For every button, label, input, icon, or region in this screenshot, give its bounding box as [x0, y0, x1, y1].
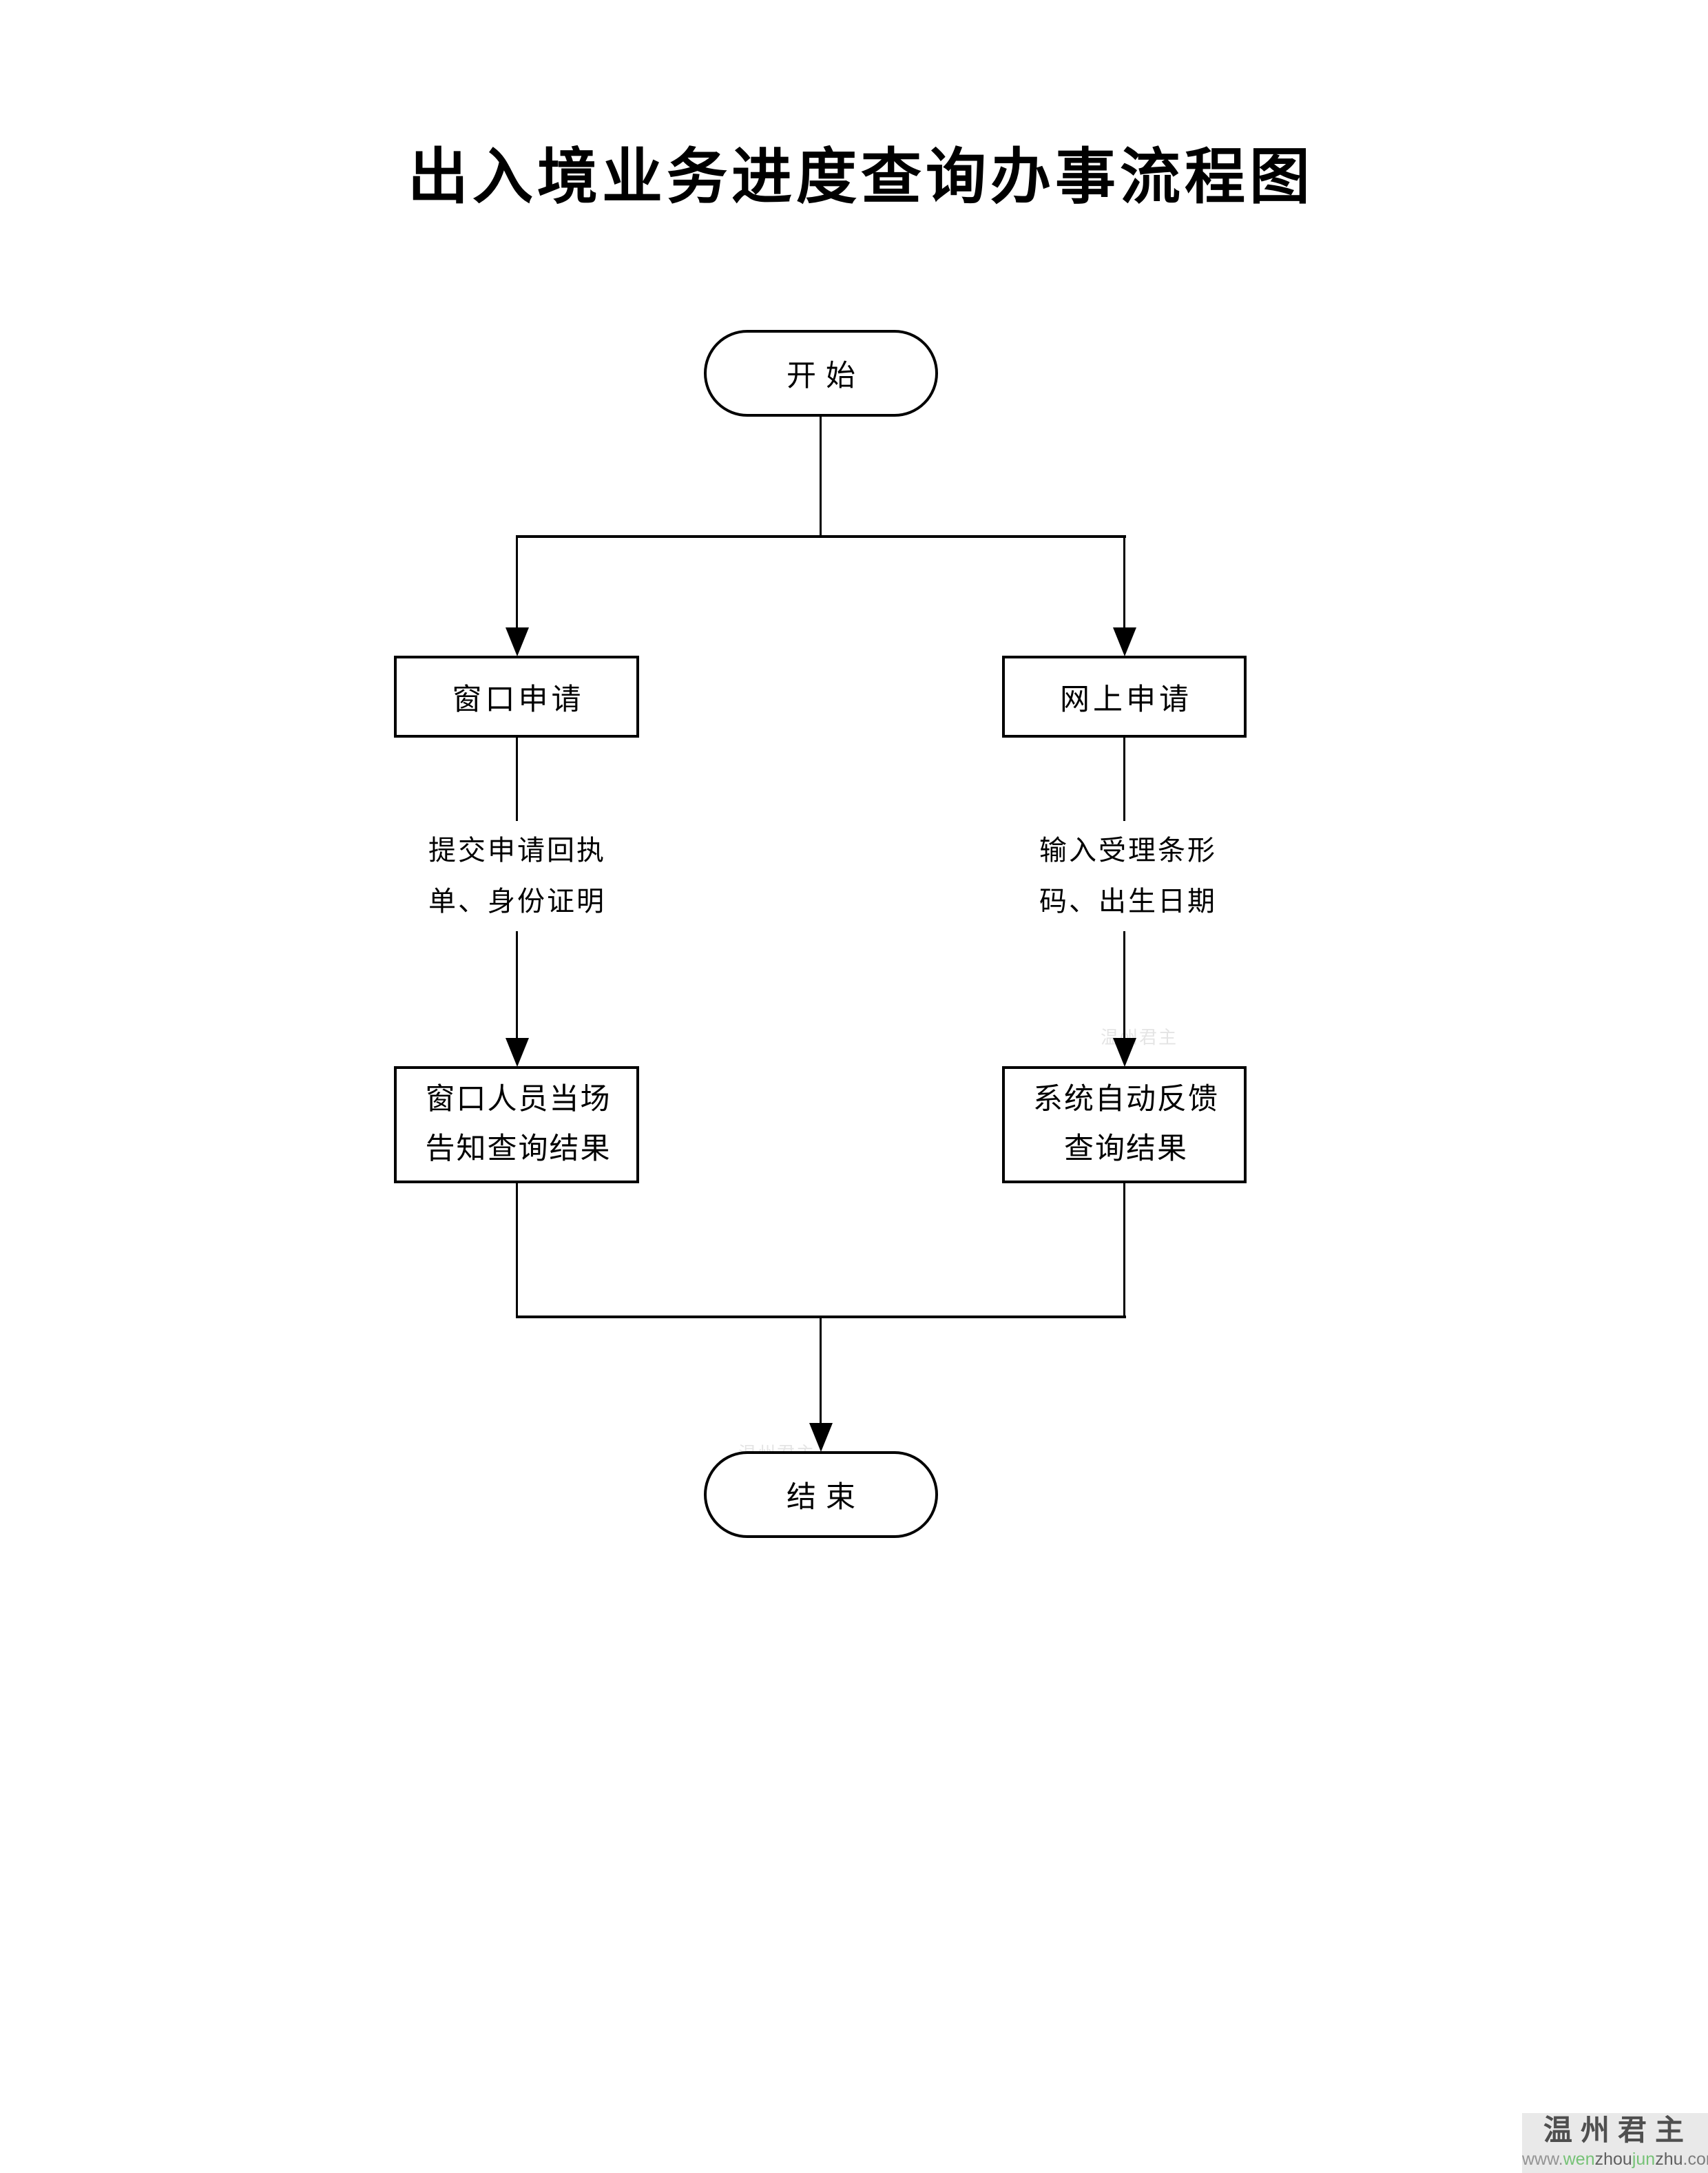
node-online-result-line1: 系统自动反馈 [1033, 1083, 1219, 1116]
watermark-url-segment: wen [1563, 2150, 1595, 2169]
watermark-url: www.wenzhoujunzhu.com [1522, 2149, 1708, 2170]
node-window-apply-label: 窗口申请 [452, 683, 585, 716]
node-start-label: 开始 [787, 360, 865, 393]
arrow-down-icon [506, 1038, 529, 1067]
connector-end-stem [820, 1317, 822, 1425]
watermark-url-segment: zhou [1594, 2150, 1632, 2169]
edge-label-online: 输入受理条形 码、出生日期 [997, 821, 1259, 931]
watermark: 温州君主 www.wenzhoujunzhu.com [1522, 2113, 1708, 2173]
ghost-watermark: 温州君主 [1101, 1028, 1178, 1048]
watermark-url-segment: .com [1683, 2150, 1708, 2169]
connector-split-left [516, 535, 518, 630]
edge-label-window-line1: 提交申请回执 [428, 835, 606, 866]
arrow-down-icon [1113, 627, 1136, 656]
watermark-url-segment: www. [1522, 2150, 1563, 2169]
connector-split-bar [516, 535, 1126, 538]
node-online-apply: 网上申请 [1002, 656, 1247, 738]
arrow-down-icon [1113, 1038, 1136, 1067]
watermark-brand: 温州君主 [1543, 2115, 1692, 2147]
watermark-url-segment: jun [1632, 2150, 1656, 2169]
connector-merge-right [1123, 1182, 1125, 1318]
node-end: 结束 [704, 1451, 938, 1538]
node-online-result: 系统自动反馈 查询结果 [1002, 1066, 1247, 1183]
edge-label-online-line1: 输入受理条形 [1039, 835, 1217, 866]
arrow-down-icon [809, 1423, 833, 1452]
connector-merge-left [516, 1182, 518, 1318]
node-online-result-line2: 查询结果 [1064, 1133, 1188, 1165]
edge-label-window: 提交申请回执 单、身份证明 [386, 821, 648, 931]
connector-start-stem [820, 415, 822, 538]
edge-label-window-line2: 单、身份证明 [428, 886, 606, 917]
node-end-label: 结束 [787, 1481, 865, 1514]
node-window-result-line2: 告知查询结果 [425, 1133, 612, 1165]
connector-split-right [1123, 535, 1125, 630]
node-start: 开始 [704, 330, 938, 417]
node-window-result: 窗口人员当场 告知查询结果 [394, 1066, 639, 1183]
node-window-result-line1: 窗口人员当场 [425, 1083, 612, 1116]
watermark-url-segment: zhu [1655, 2150, 1683, 2169]
edge-label-online-line2: 码、出生日期 [1039, 886, 1217, 917]
node-window-apply: 窗口申请 [394, 656, 639, 738]
page-title: 出入境业务进度查询办事流程图 [407, 145, 1314, 211]
node-online-apply-label: 网上申请 [1060, 683, 1192, 716]
arrow-down-icon [506, 627, 529, 656]
